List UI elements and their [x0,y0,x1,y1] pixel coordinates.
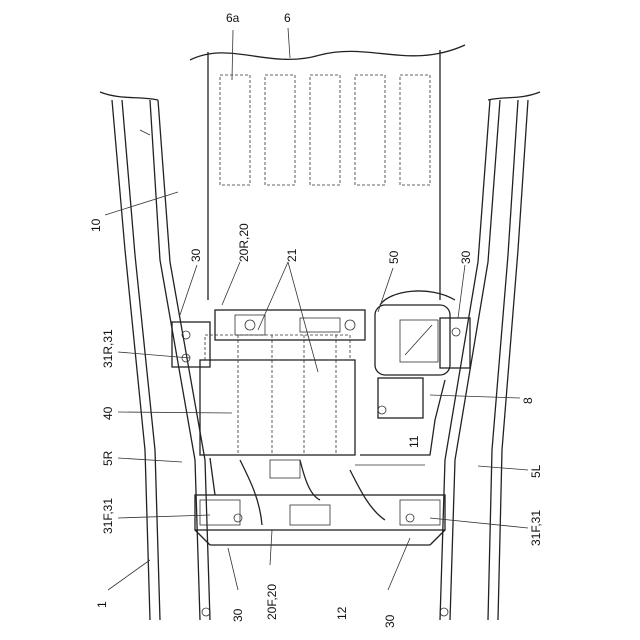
label-31F-31-right: 31F,31 [529,510,543,546]
floor-openings-6a [220,75,430,185]
battery-40 [200,335,355,455]
label-1: 1 [95,601,109,608]
label-8: 8 [521,397,535,404]
label-5L: 5L [529,464,543,478]
label-31R-31: 31R,31 [101,329,115,368]
front-cross-member-20F [195,495,445,545]
rear-cross-member-20R [215,310,365,340]
label-30-top-left: 30 [189,248,203,262]
floor-panel-6 [190,45,465,300]
label-10: 10 [89,218,103,232]
label-30-bottom-left: 30 [231,608,245,622]
label-40: 40 [101,406,115,420]
side-frame-5R [100,92,210,620]
component-50 [375,291,455,375]
label-31F-31-left: 31F,31 [101,498,115,534]
label-6: 6 [284,11,291,25]
mount-bolt-left [202,608,210,616]
label-20R-20: 20R,20 [237,223,251,262]
mount-bolt-right [440,608,448,616]
label-50: 50 [387,250,401,264]
label-6a: 6a [226,11,240,25]
side-frame-5L [440,92,540,620]
label-30-bottom-right: 30 [383,614,397,628]
label-30-top-right: 30 [459,250,473,264]
label-12: 12 [335,606,349,620]
label-5R: 5R [101,450,115,466]
harness-11 [355,380,445,465]
component-8 [378,378,423,418]
front-piping [210,458,385,525]
label-20F-20: 20F,20 [265,584,279,620]
label-11: 11 [407,435,421,448]
label-21: 21 [285,248,299,262]
